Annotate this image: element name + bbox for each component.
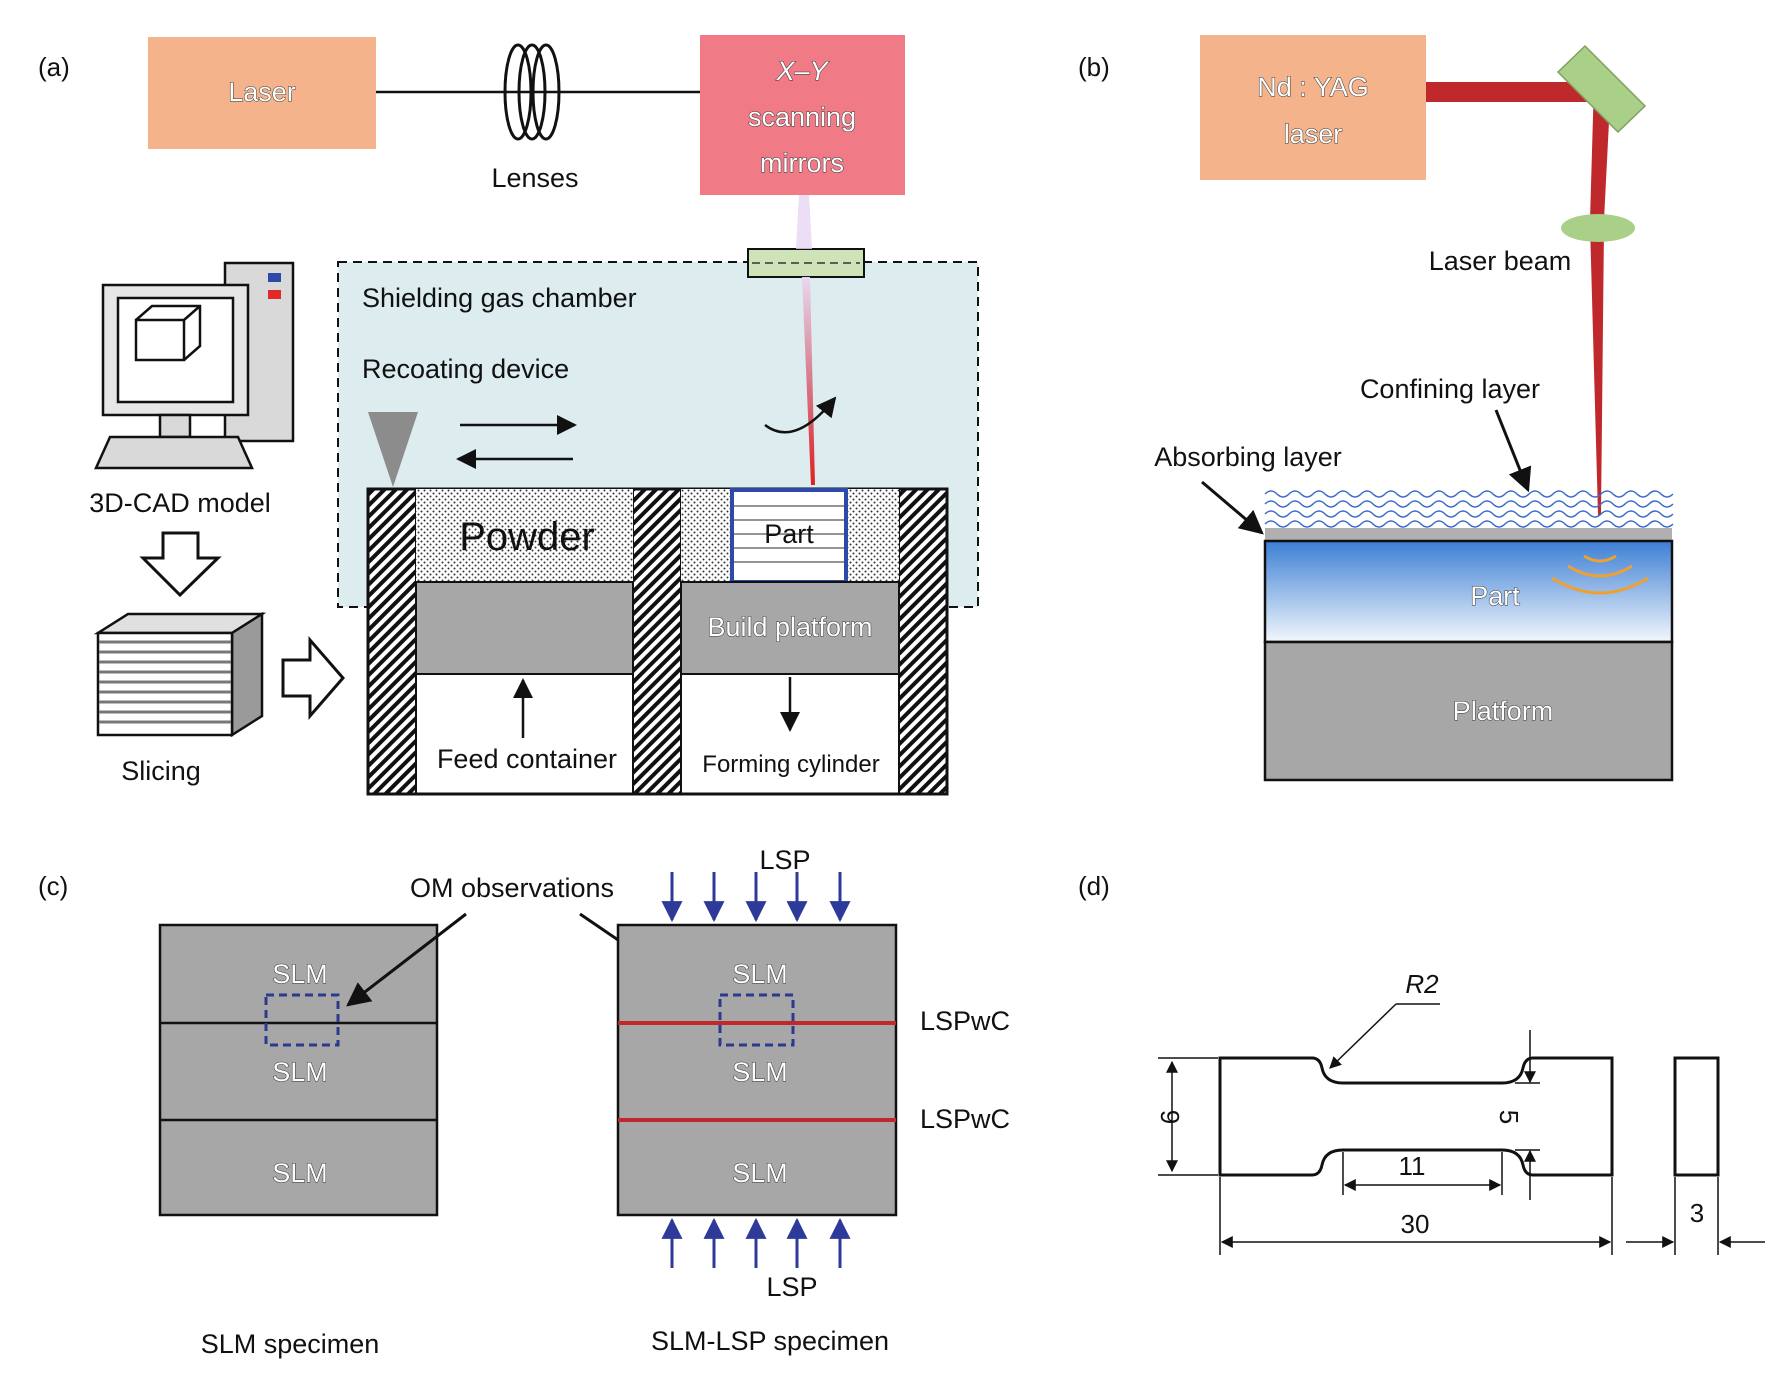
slm-layer-label: SLM: [732, 959, 788, 989]
build-platform: [680, 581, 900, 675]
slicing-label: Slicing: [121, 756, 201, 786]
om-region-left: [264, 993, 340, 1047]
feed-powder: [416, 489, 633, 582]
scanning-mirrors-box: [700, 35, 905, 195]
laser-beam-b: [1590, 225, 1604, 515]
lsp-bottom-label: LSP: [766, 1272, 817, 1302]
absorbing-layer: [1265, 528, 1672, 541]
slm-specimen-label: SLM specimen: [201, 1329, 380, 1359]
slm-layer-label: SLM: [732, 1158, 788, 1188]
left-wall: [367, 488, 417, 795]
beam-horizontal: [1426, 82, 1598, 102]
down-hollow-arrow: [139, 531, 222, 598]
shock-wave-icon: [1551, 554, 1649, 595]
scan-direction-arrow: [764, 396, 837, 434]
cad-model-label: 3D-CAD model: [89, 488, 271, 518]
dimension-lines: [1158, 1030, 1765, 1255]
ndyag-laser-box: [1200, 35, 1426, 180]
r2-label: R2: [1405, 969, 1439, 999]
slm-lsp-specimen-block: [616, 923, 898, 1217]
confining-layer-label: Confining layer: [1360, 374, 1540, 404]
absorbing-arrow: [1201, 480, 1264, 535]
middle-wall: [632, 488, 682, 795]
powder-label: Powder: [459, 515, 595, 559]
lsp-bottom-arrows: [661, 1217, 851, 1268]
dim-5-label: 5: [1494, 1110, 1524, 1124]
scan-label-2: scanning: [748, 102, 856, 132]
confining-water-waves: [1264, 490, 1674, 528]
panel-c-letter: (c): [38, 871, 68, 901]
mirror-icon: [1556, 44, 1647, 134]
slm-lsp-specimen-label: SLM-LSP specimen: [651, 1326, 889, 1356]
specimen-side-view: [1673, 1056, 1720, 1177]
panel-c: (c) SLM SLM SLM SLM specimen OM observat…: [38, 845, 1010, 1359]
om-region-right: [718, 993, 795, 1047]
panel-d: (d) R2 9 5 11 30 3: [1078, 871, 1765, 1255]
om-observations-label: OM observations: [410, 873, 614, 903]
laser-box: [148, 37, 376, 149]
lsp-top-arrows: [661, 872, 851, 923]
confining-arrow: [1494, 409, 1532, 493]
panel-d-letter: (d): [1078, 871, 1110, 901]
dim-11-label: 11: [1399, 1151, 1426, 1181]
slm-layer-label: SLM: [272, 1057, 328, 1087]
slm-layer-label: SLM: [272, 959, 328, 989]
tensile-specimen-outline: [1218, 1056, 1614, 1177]
panel-b-letter: (b): [1078, 52, 1110, 82]
chamber-label: Shielding gas chamber: [362, 283, 637, 313]
slm-layer-label: SLM: [272, 1158, 328, 1188]
dim-30-label: 30: [1401, 1209, 1430, 1239]
recoater-blade: [368, 412, 418, 487]
om-arrow-left: [346, 912, 467, 1007]
focusing-lens-icon: [1561, 214, 1635, 242]
lenses-icon: [503, 43, 561, 141]
laser-beam-a: [802, 277, 815, 485]
computer-icon: [94, 261, 295, 470]
feed-container-label: Feed container: [437, 744, 617, 774]
slicing-stack-icon: [93, 611, 267, 738]
ndyag-label-2: laser: [1284, 119, 1343, 149]
panel-b: (b) Nd : YAG laser Laser beam Confining …: [1078, 35, 1674, 782]
scan-label-3: mirrors: [760, 148, 844, 178]
build-platform-label: Build platform: [707, 612, 872, 642]
dim-3-label: 3: [1690, 1198, 1704, 1228]
lsp-top-label: LSP: [759, 845, 810, 875]
scan-label-1: X–Y: [775, 56, 829, 86]
lspwc-label: LSPwC: [920, 1006, 1010, 1036]
laser-beam-label: Laser beam: [1429, 246, 1572, 276]
forming-cylinder-label: Forming cylinder: [702, 751, 879, 778]
right-hollow-arrow: [281, 635, 345, 721]
lspwc-label: LSPwC: [920, 1104, 1010, 1134]
platform-b-label: Platform: [1453, 696, 1554, 726]
panel-a: (a) Laser Lenses X–Y scanning mirrors Sh…: [38, 35, 979, 796]
recoating-label: Recoating device: [362, 354, 569, 384]
part-b-label: Part: [1470, 581, 1520, 611]
absorbing-layer-label: Absorbing layer: [1154, 442, 1342, 472]
right-wall: [898, 488, 948, 795]
lenses-label: Lenses: [491, 163, 578, 193]
part-label: Part: [764, 519, 814, 549]
beam-upper: [796, 195, 812, 249]
platform-b: [1263, 640, 1674, 782]
slm-layer-label: SLM: [732, 1057, 788, 1087]
dim-9-label: 9: [1155, 1110, 1185, 1124]
laser-label: Laser: [228, 77, 296, 107]
feed-platform: [415, 581, 634, 675]
r2-leader: [1329, 1003, 1397, 1069]
ndyag-label-1: Nd : YAG: [1257, 72, 1369, 102]
panel-a-letter: (a): [38, 52, 70, 82]
